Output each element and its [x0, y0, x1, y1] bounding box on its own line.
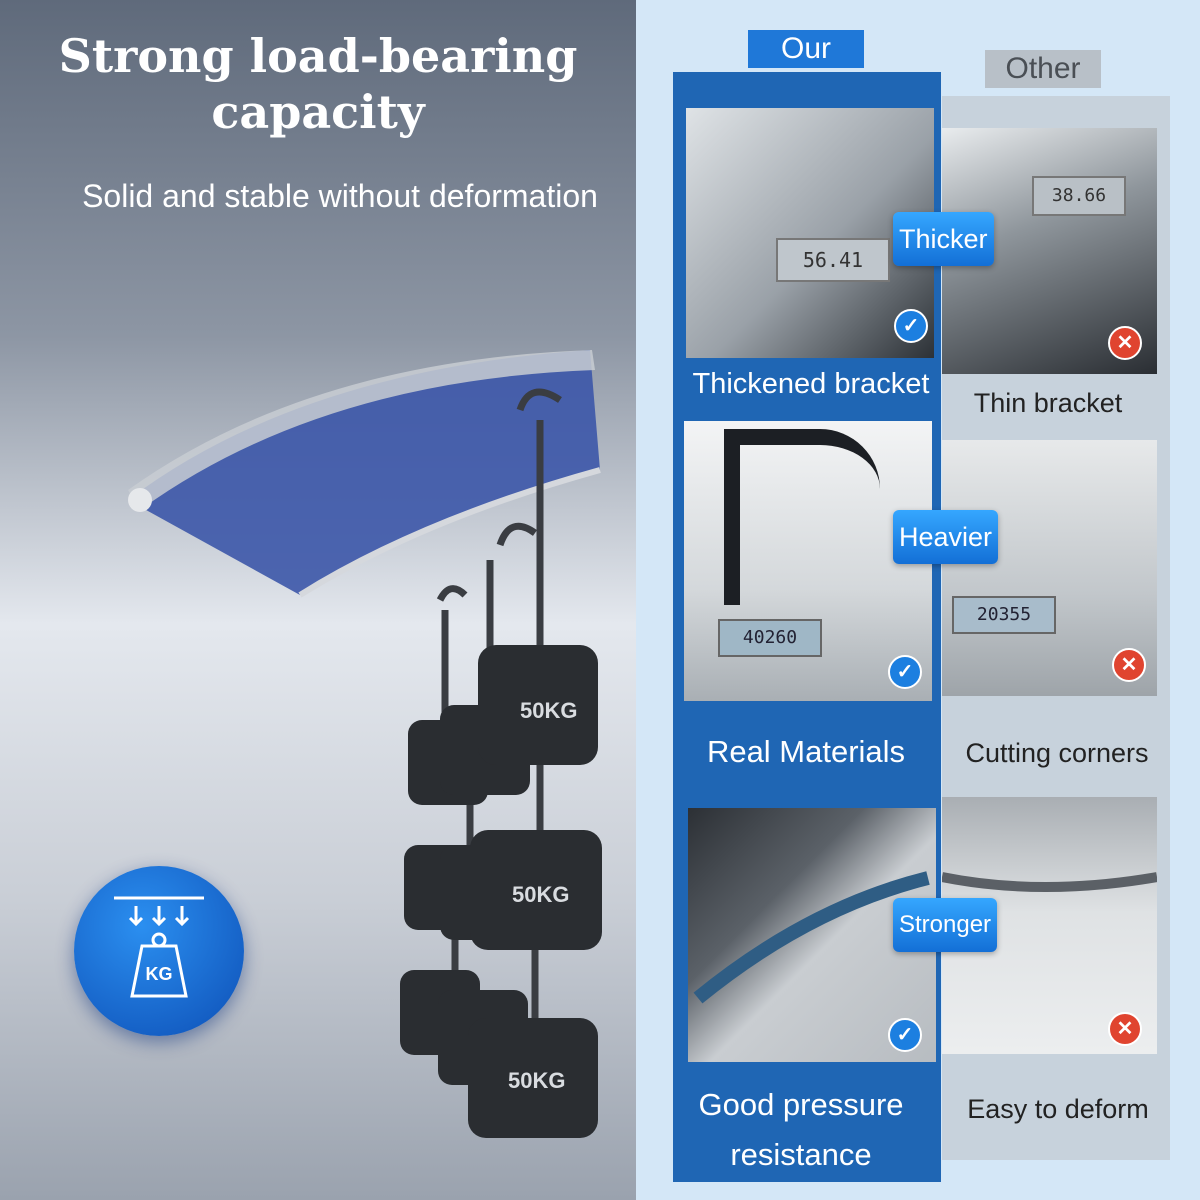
caption-good-pressure-line-2: resistance [730, 1137, 872, 1172]
caption-thin-bracket: Thin bracket [973, 388, 1123, 418]
cross-icon: ✕ [1108, 326, 1142, 360]
weight-label-3: 50KG [508, 1068, 565, 1093]
caption-cutting-corners: Cutting corners [965, 738, 1149, 768]
caption-good-pressure-resistance: Good pressure resistance [673, 1080, 929, 1180]
awning-front-edge [298, 467, 601, 598]
headline: Strong load-bearing capacity [0, 28, 636, 140]
cross-icon: ✕ [1112, 648, 1146, 682]
our-caliper-display: 56.41 [776, 238, 890, 282]
our-bracket-under-tire [693, 871, 930, 1004]
check-icon: ✓ [894, 309, 928, 343]
kg-badge-text: KG [145, 964, 173, 984]
other-caliper-display: 38.66 [1032, 176, 1126, 216]
our-scale-display: 40260 [718, 619, 822, 657]
subtitle: Solid and stable without deformation [82, 178, 598, 214]
hook-1 [516, 388, 562, 412]
weight-3 [478, 645, 598, 765]
our-label: Our [748, 30, 864, 68]
other-label: Other [985, 50, 1101, 88]
caption-thickened-bracket: Thickened bracket [692, 368, 930, 400]
awning-bracket [128, 350, 595, 510]
weight-9 [468, 1018, 598, 1138]
hook-2 [496, 522, 538, 547]
cross-icon: ✕ [1108, 1012, 1142, 1046]
our-bracket-shape [724, 429, 880, 605]
awning-end-cap [128, 488, 152, 512]
stronger-pill: Stronger [893, 898, 998, 952]
headline-line-2: capacity [211, 85, 425, 139]
heavier-pill: Heavier [893, 510, 999, 564]
hook-3 [436, 585, 468, 602]
other-bracket-bent-shape [942, 872, 1157, 892]
headline-line-1: Strong load-bearing [58, 29, 578, 83]
check-icon: ✓ [888, 655, 922, 689]
check-icon: ✓ [888, 1018, 922, 1052]
caption-easy-to-deform: Easy to deform [967, 1094, 1149, 1124]
other-scale-display: 20355 [952, 596, 1056, 634]
weight-label-2: 50KG [512, 882, 569, 907]
kg-weight-badge: KG [74, 866, 244, 1036]
awning-with-weights-illustration: 50KG 50KG 50KG [128, 350, 602, 1138]
awning-canopy [128, 350, 600, 595]
our-bracket-caliper-photo: 56.41 [686, 108, 934, 358]
weight-down-arrows-icon [114, 896, 204, 998]
caption-real-materials: Real Materials [706, 734, 906, 769]
thicker-pill: Thicker [893, 212, 994, 266]
weight-6 [470, 830, 602, 950]
weight-label-1: 50KG [520, 698, 577, 723]
left-panel: Strong load-bearing capacity Solid and s… [0, 0, 636, 1200]
caption-good-pressure-line-1: Good pressure [698, 1087, 904, 1122]
our-bracket-scale-photo: 40260 [684, 421, 932, 701]
